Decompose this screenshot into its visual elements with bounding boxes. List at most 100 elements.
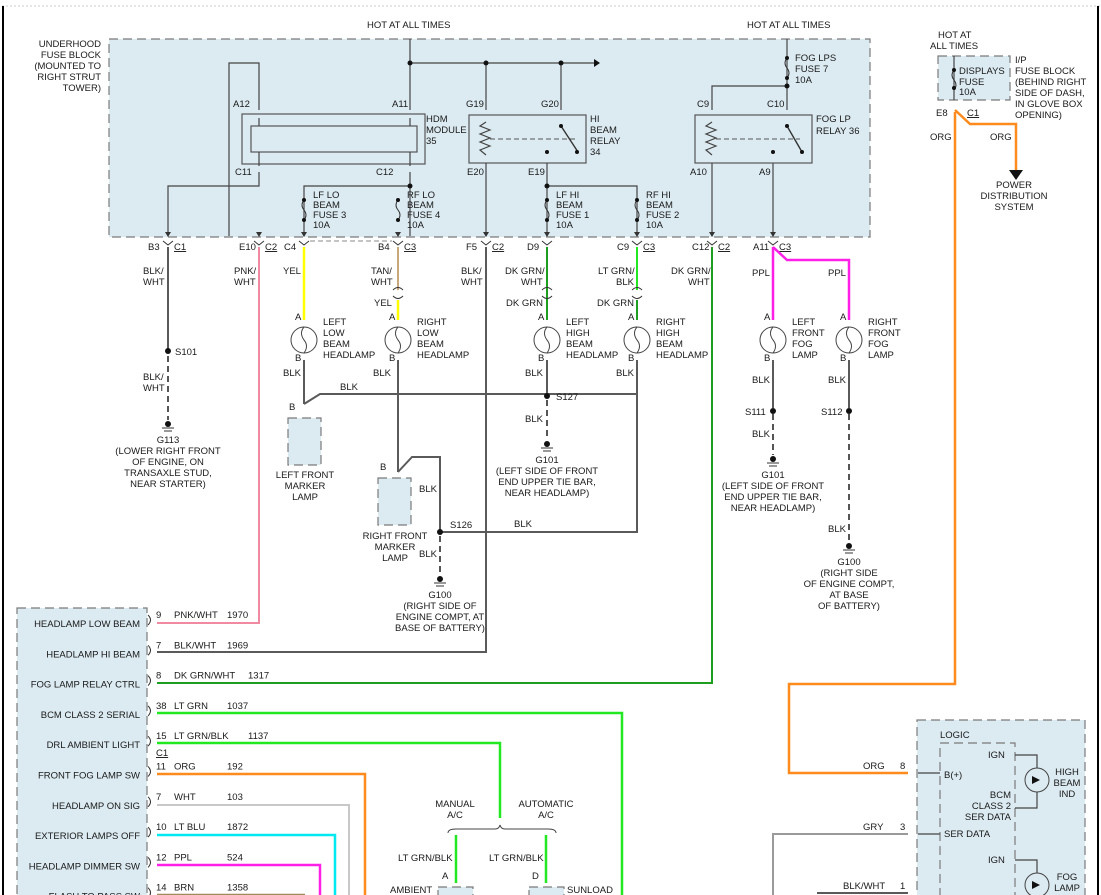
pin-c11: C11 [235, 167, 252, 178]
svg-text:WHT: WHT [521, 277, 543, 288]
svg-text:(RIGHT SIDE OF: (RIGHT SIDE OF [403, 601, 476, 612]
splice-s111: S111 [745, 407, 766, 418]
svg-text:10A: 10A [556, 220, 574, 231]
svg-text:FUSE BLOCK: FUSE BLOCK [41, 50, 102, 61]
svg-text:HEADLAMP: HEADLAMP [566, 350, 618, 361]
svg-text:HEADLAMP: HEADLAMP [656, 350, 708, 361]
fog-lamp-ind-label: FOG LAMP [1054, 872, 1080, 894]
svg-text:38: 38 [156, 701, 167, 712]
svg-text:HEADLAMP DIMMER SW: HEADLAMP DIMMER SW [29, 861, 140, 872]
wire-label: DK GRN [597, 298, 634, 309]
svg-text:FLASH TO PASS SW: FLASH TO PASS SW [49, 892, 140, 895]
svg-text:BCM CLASS 2 SERIAL: BCM CLASS 2 SERIAL [41, 710, 140, 721]
svg-text:ENGINE COMPT, AT: ENGINE COMPT, AT [396, 612, 485, 623]
svg-text:(LEFT SIDE OF FRONT: (LEFT SIDE OF FRONT [496, 466, 598, 477]
svg-text:BLK: BLK [525, 368, 544, 379]
svg-text:WHT: WHT [688, 277, 710, 288]
svg-text:POWER: POWER [996, 180, 1032, 191]
wire-label: ORG [930, 132, 952, 143]
pin-b: B [380, 462, 386, 473]
bulb-filament-icon [395, 326, 401, 354]
svg-text:RF HI: RF HI [646, 190, 671, 201]
wire-label: BLK [525, 414, 544, 425]
connector-terminal: C4 [284, 232, 310, 253]
svg-text:FRONT: FRONT [792, 328, 825, 339]
svg-text:11: 11 [156, 762, 166, 773]
svg-text:LEFT FRONT: LEFT FRONT [276, 470, 335, 481]
svg-text:RELAY: RELAY [590, 136, 621, 147]
ip-hot-label: HOT AT ALL TIMES [930, 30, 978, 52]
svg-text:14: 14 [156, 883, 167, 894]
splice-s127: S127 [556, 392, 578, 403]
svg-text:BEAM: BEAM [407, 200, 434, 211]
svg-text:BEAM: BEAM [417, 339, 444, 350]
svg-text:C2: C2 [718, 242, 730, 253]
pin-e20: E20 [467, 167, 484, 178]
svg-text:HDM: HDM [426, 114, 448, 125]
svg-text:10A: 10A [646, 220, 664, 231]
svg-text:EXTERIOR LAMPS OFF: EXTERIOR LAMPS OFF [35, 831, 140, 842]
svg-text:FOG LAMP RELAY CTRL: FOG LAMP RELAY CTRL [31, 680, 140, 691]
svg-text:FRONT: FRONT [868, 328, 901, 339]
svg-text:LT BLU: LT BLU [174, 822, 205, 833]
wire-label: ORG [863, 761, 885, 772]
svg-text:BLK/WHT: BLK/WHT [174, 640, 216, 651]
svg-text:WHT: WHT [461, 277, 483, 288]
svg-text:LAMP: LAMP [868, 350, 894, 361]
svg-text:7: 7 [156, 640, 161, 651]
logic-block [939, 742, 1016, 895]
svg-text:BLK/: BLK/ [143, 266, 164, 277]
svg-text:OF ENGINE, ON: OF ENGINE, ON [132, 457, 204, 468]
wire-lt-grn-blk [157, 741, 502, 818]
svg-text:G113: G113 [157, 435, 180, 446]
wire-label: YEL [283, 266, 301, 277]
wire-label: LT GRN/BLK [489, 853, 544, 864]
svg-text:BLK: BLK [616, 277, 635, 288]
wire-label: PPL [828, 268, 846, 279]
svg-text:FOG: FOG [868, 339, 889, 350]
bcm-block [16, 607, 148, 895]
svg-text:B3: B3 [148, 242, 160, 253]
svg-text:1317: 1317 [248, 671, 269, 682]
svg-text:DK GRN/WHT: DK GRN/WHT [174, 671, 235, 682]
svg-text:HEADLAMP ON SIG: HEADLAMP ON SIG [52, 801, 140, 812]
svg-text:AT BASE: AT BASE [829, 590, 868, 601]
svg-text:OPENING): OPENING) [1015, 110, 1062, 121]
svg-text:LAMP: LAMP [382, 553, 408, 564]
svg-text:HEADLAMP HI BEAM: HEADLAMP HI BEAM [46, 649, 140, 660]
svg-text:RF LO: RF LO [407, 190, 435, 201]
svg-text:END UPPER TIE BAR,: END UPPER TIE BAR, [724, 492, 822, 503]
bulb-filament-icon [846, 326, 852, 354]
svg-text:FUSE 2: FUSE 2 [646, 210, 679, 221]
pin-a12: A12 [233, 99, 250, 110]
relay-coil-icon [704, 121, 718, 156]
connector-c1: C1 [967, 108, 979, 119]
wire-label: BLK/WHT BLK/WHT [143, 266, 165, 394]
svg-text:BLK: BLK [828, 375, 847, 386]
svg-text:C4: C4 [284, 242, 296, 253]
sunload-sensor-label: SUNLOAD [567, 885, 613, 895]
svg-text:B: B [389, 353, 395, 364]
svg-text:WHT: WHT [371, 277, 393, 288]
svg-text:(RIGHT SIDE: (RIGHT SIDE [820, 568, 877, 579]
svg-text:DRL AMBIENT LIGHT: DRL AMBIENT LIGHT [47, 740, 141, 751]
svg-text:(BEHIND RIGHT: (BEHIND RIGHT [1015, 77, 1086, 88]
svg-text:BCM: BCM [990, 790, 1011, 801]
svg-text:10A: 10A [313, 220, 331, 231]
wire-label: DK GRN/WHT [671, 266, 711, 288]
svg-text:FOG LPS: FOG LPS [795, 53, 836, 64]
svg-text:WHT: WHT [174, 792, 196, 803]
pin-a9: A9 [759, 167, 771, 178]
svg-text:RIGHT: RIGHT [868, 317, 898, 328]
